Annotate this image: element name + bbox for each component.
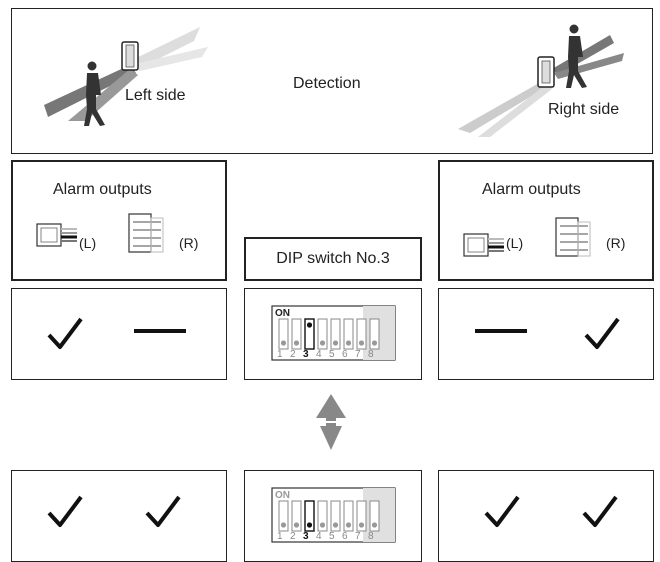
dip-knob-7 xyxy=(358,522,365,528)
dip-slot-7 xyxy=(356,500,367,532)
connector-l-label: (L) xyxy=(506,235,524,251)
dip-slot-8 xyxy=(369,500,380,532)
dip-knob-6 xyxy=(345,522,352,528)
dip-number: 1 xyxy=(277,531,283,542)
alarm-outputs-left: Alarm outputs (L) (R) xyxy=(11,160,227,281)
dip-knob-3 xyxy=(306,322,313,328)
left-side-label: Left side xyxy=(125,87,186,104)
dip-switch-icon xyxy=(271,487,396,543)
check-icon xyxy=(47,495,83,527)
dip-number: 7 xyxy=(355,531,361,542)
right-side-label: Right side xyxy=(548,101,620,118)
toggle-arrow-icon xyxy=(316,394,346,450)
check-icon xyxy=(584,317,620,349)
dip-number: 6 xyxy=(342,349,348,360)
dip-on-label: ON xyxy=(275,490,290,501)
dip-knob-1 xyxy=(280,340,287,346)
dip-slot-6 xyxy=(343,318,354,350)
check-icon xyxy=(145,495,181,527)
dip-knob-2 xyxy=(293,340,300,346)
dip-slot-2 xyxy=(291,500,302,532)
dip-switch-title-box: DIP switch No.3 xyxy=(244,237,422,281)
connector-icon xyxy=(463,233,504,257)
dip-knob-3 xyxy=(306,522,313,528)
dip-number: 8 xyxy=(368,531,374,542)
alarm-outputs-right: Alarm outputs (L) (R) xyxy=(438,160,654,281)
state-box-row1-left xyxy=(11,288,227,380)
connector-r-label: (R) xyxy=(606,235,626,251)
alarm-outputs-title: Alarm outputs xyxy=(482,181,581,198)
dip-number: 5 xyxy=(329,349,335,360)
left-beam-icon xyxy=(44,27,208,121)
dip-slot-3 xyxy=(304,500,315,532)
detector-icon xyxy=(121,41,139,71)
dip-number: 4 xyxy=(316,349,322,360)
dash-icon xyxy=(134,329,186,333)
dip-slot-4 xyxy=(317,318,328,350)
dip-knob-7 xyxy=(358,340,365,346)
dip-knob-4 xyxy=(319,340,326,346)
dip-number: 5 xyxy=(329,531,335,542)
connector-r-label: (R) xyxy=(179,235,199,251)
state-box-row2-left xyxy=(11,470,227,562)
state-box-row2-right xyxy=(438,470,654,562)
dip-knob-6 xyxy=(345,340,352,346)
dip-switch-title: DIP switch No.3 xyxy=(276,250,390,267)
detector-icon xyxy=(537,56,555,88)
dip-slot-3 xyxy=(304,318,315,350)
dip-knob-2 xyxy=(293,522,300,528)
dip-slot-7 xyxy=(356,318,367,350)
dip-number: 2 xyxy=(290,349,296,360)
dip-slot-6 xyxy=(343,500,354,532)
alarm-outputs-title: Alarm outputs xyxy=(53,181,152,198)
dip-slot-5 xyxy=(330,500,341,532)
check-icon xyxy=(484,495,520,527)
connector-icon xyxy=(128,213,164,253)
dip-slot-4 xyxy=(317,500,328,532)
detection-panel: Left side Detection Right side xyxy=(11,8,653,154)
person-walking-icon xyxy=(566,24,587,88)
dip-number: 3 xyxy=(303,349,309,360)
dip-knob-5 xyxy=(332,340,339,346)
dip-number: 2 xyxy=(290,531,296,542)
check-icon xyxy=(582,495,618,527)
dip-number: 6 xyxy=(342,531,348,542)
check-icon xyxy=(47,317,83,349)
dash-icon xyxy=(475,329,527,333)
dip-slot-1 xyxy=(278,318,289,350)
person-walking-icon xyxy=(84,61,105,126)
dip-knob-8 xyxy=(371,340,378,346)
dip-slot-1 xyxy=(278,500,289,532)
state-box-row1-right xyxy=(438,288,654,380)
dip-number: 8 xyxy=(368,349,374,360)
dip-knob-5 xyxy=(332,522,339,528)
dip-knob-8 xyxy=(371,522,378,528)
dip-slot-5 xyxy=(330,318,341,350)
detection-title: Detection xyxy=(293,75,361,92)
connector-l-label: (L) xyxy=(79,235,97,251)
dip-knob-1 xyxy=(280,522,287,528)
dip-number: 1 xyxy=(277,349,283,360)
dip-slot-2 xyxy=(291,318,302,350)
connector-icon xyxy=(555,217,591,257)
dip-on-label: ON xyxy=(275,308,290,319)
dip-slot-8 xyxy=(369,318,380,350)
connector-icon xyxy=(36,223,77,247)
dip-number: 7 xyxy=(355,349,361,360)
dip-switch-icon xyxy=(271,305,396,361)
dip-number: 3 xyxy=(303,531,309,542)
detection-illustration xyxy=(44,24,624,137)
dip-number: 4 xyxy=(316,531,322,542)
dip-knob-4 xyxy=(319,522,326,528)
